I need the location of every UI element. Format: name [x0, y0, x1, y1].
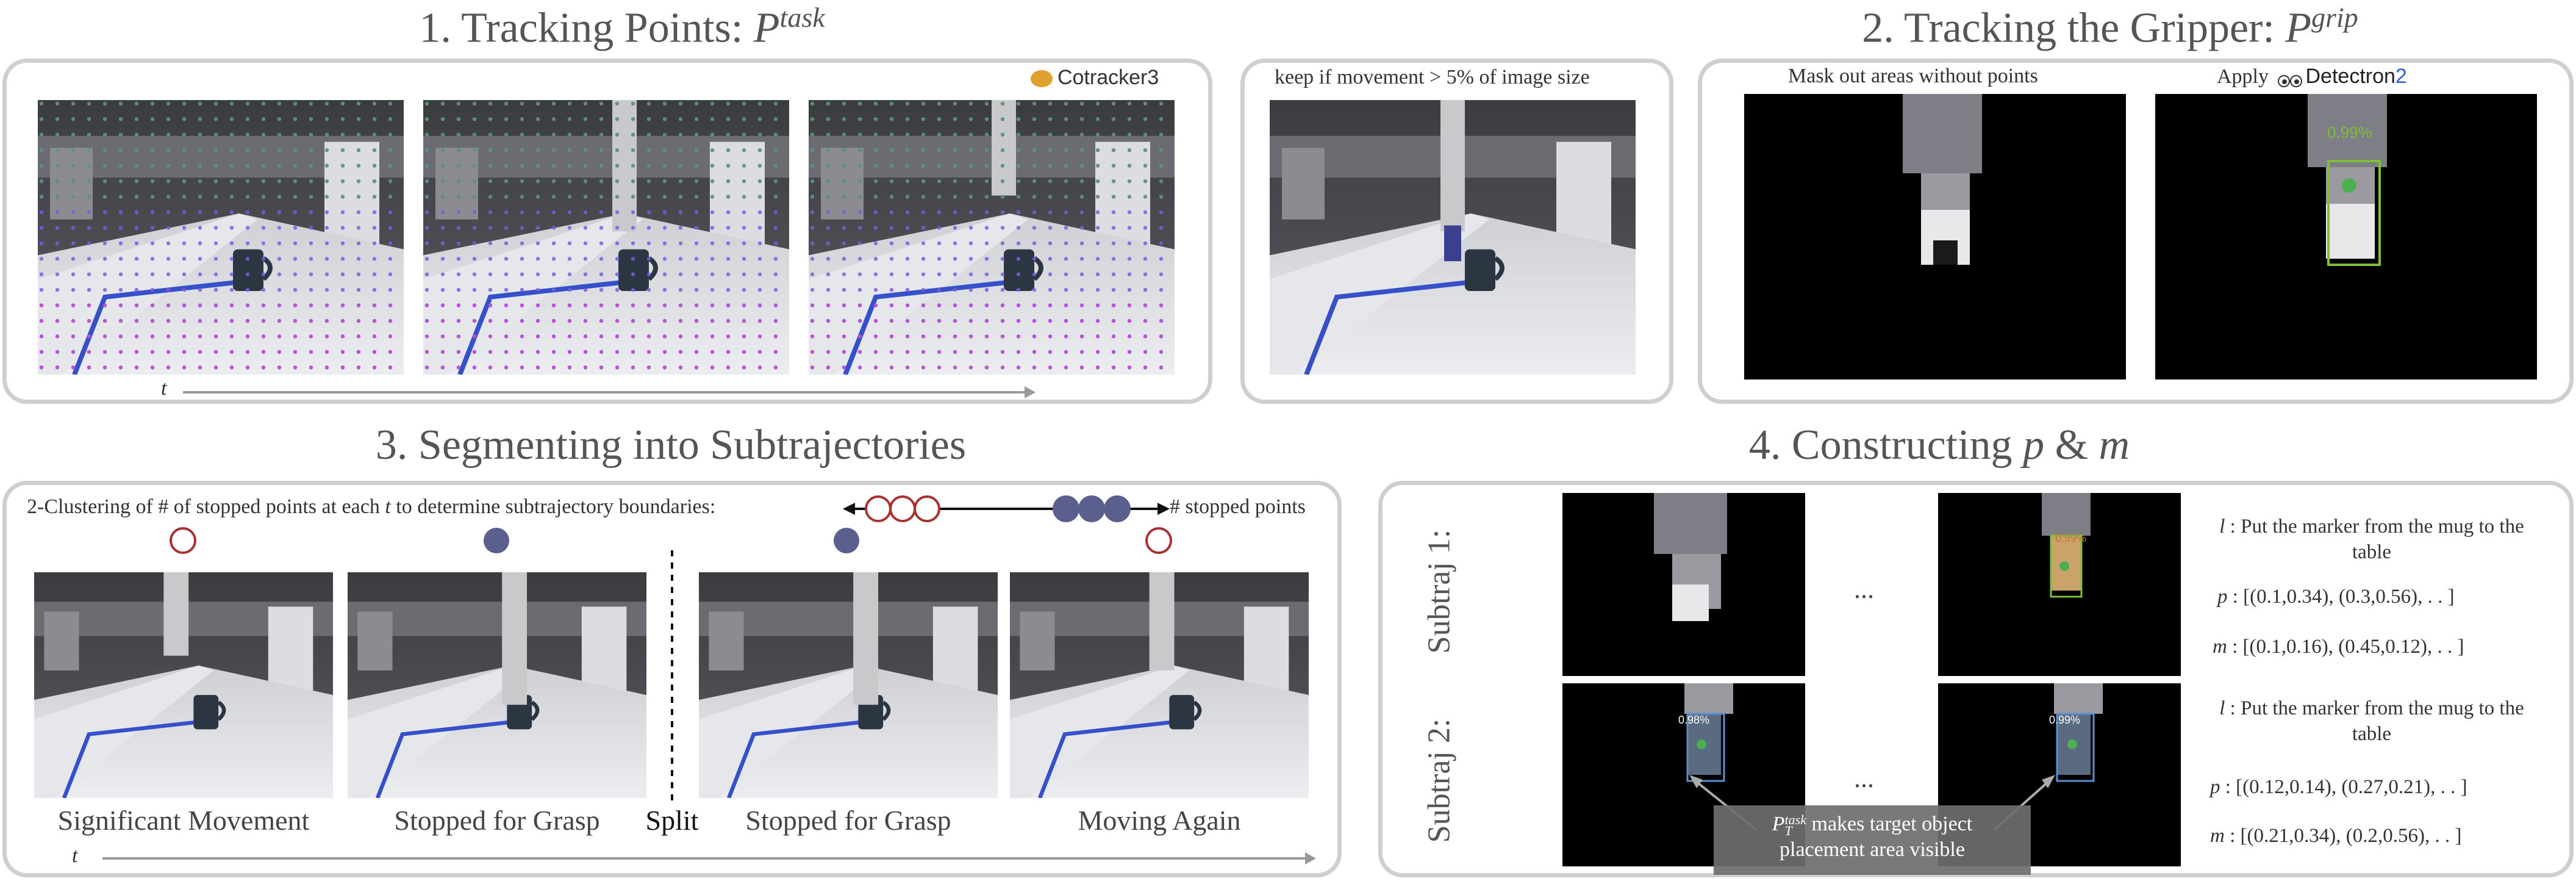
section3-title: 3. Segmenting into Subtrajectories [375, 422, 967, 469]
split-label: Split [645, 805, 699, 836]
subtraj-1-score: 0.99% [2055, 532, 2087, 544]
subtraj-1-frame-start [1562, 493, 1805, 676]
section3-time-label: t [72, 844, 78, 867]
subtraj-1-m-value: : [(0.1,0.16), (0.45,0.12), . . ] [2227, 636, 2464, 658]
section1-time-arrow [183, 386, 1036, 398]
section1-title-symbol: P [753, 4, 780, 52]
section2-title-symbol: P [2285, 4, 2312, 52]
section1-title-text: 1. Tracking Points: [419, 4, 754, 52]
apply-caption: Apply Detectron2 [2217, 65, 2407, 88]
detectron-suffix: 2 [2395, 65, 2407, 88]
filter-caption: keep if movement > 5% of image size [1275, 66, 1590, 88]
segment-frame-4 [1010, 572, 1309, 798]
tracking-frame-2 [423, 100, 789, 375]
subtraj-1-ellipsis: ... [1854, 574, 1874, 604]
subtraj-1-label: Subtraj 1: [1422, 529, 1457, 654]
segment-label-1: Significant Movement [57, 805, 310, 836]
subtraj-1-p-value: : [(0.1,0.34), (0.3,0.56), . . ] [2227, 586, 2455, 608]
subtraj-2-score-left: 0.98% [1678, 714, 1710, 726]
segment-label-2: Stopped for Grasp [394, 805, 600, 836]
subtraj-2-l-value: : Put the marker from the mug to the tab… [2225, 697, 2524, 745]
subtraj-1-l-key: l [2219, 516, 2225, 538]
eyes-icon [2277, 71, 2302, 88]
clustering-caption-a: 2-Clustering of # of stopped points at e… [27, 495, 385, 518]
section2-title-sup: grip [2311, 2, 2358, 33]
cluster-number-line [843, 495, 1170, 522]
section4-title-amp: & [2044, 422, 2099, 469]
segment-frame-2 [348, 572, 646, 798]
subtraj-1-points: p : [(0.1,0.34), (0.3,0.56), . . ] [2217, 586, 2455, 608]
split-dashed-line [671, 550, 673, 807]
section4-title-text: 4. Constructing [1748, 422, 2023, 469]
section3-time-arrow [102, 852, 1316, 865]
detected-frame [2155, 94, 2537, 379]
segment-frame-1 [34, 572, 333, 798]
section2-title: 2. Tracking the Gripper: Pgrip [1744, 1, 2476, 52]
tracking-frame-1 [38, 100, 404, 375]
subtraj-1-mask: m : [(0.1,0.16), (0.45,0.12), . . ] [2213, 636, 2464, 658]
subtraj-1-m-key: m [2213, 636, 2227, 658]
stopped-cluster-marker-1 [484, 528, 509, 553]
callout-text-a: makes target object [1806, 813, 1973, 835]
cotracker-name: Cotracker3 [1057, 66, 1159, 89]
section1-title: 1. Tracking Points: Ptask [329, 1, 915, 52]
section4-title-m: m [2098, 422, 2130, 469]
section2-title-text: 2. Tracking the Gripper: [1862, 4, 2286, 52]
subtraj-2-score-right: 0.99% [2049, 714, 2081, 726]
tracking-frame-3 [809, 100, 1175, 375]
palette-icon [1031, 70, 1053, 88]
segment-frame-3 [699, 572, 998, 798]
segment-label-3: Stopped for Grasp [745, 805, 951, 836]
stopped-cluster-marker-2 [834, 528, 859, 553]
subtraj-2-label: Subtraj 2: [1422, 718, 1457, 843]
stopped-points-label: # stopped points [1170, 495, 1306, 518]
subtraj-1-l-value: : Put the marker from the mug to the tab… [2225, 516, 2524, 563]
segment-label-4: Moving Again [1078, 805, 1241, 836]
subtraj-2-mask: m : [(0.21,0.34), (0.2,0.56), . . ] [2210, 825, 2461, 847]
section1-title-sup: task [779, 2, 825, 33]
clustering-caption: 2-Clustering of # of stopped points at e… [27, 495, 715, 519]
subtraj-2-m-key: m [2210, 825, 2225, 847]
masked-frame [1744, 94, 2126, 379]
subtraj-1-frame-end [1938, 493, 2181, 676]
clustering-caption-b: to determine subtrajectory boundaries: [390, 495, 716, 518]
subtraj-2-m-value: : [(0.21,0.34), (0.2,0.56), . . ] [2224, 825, 2462, 847]
clustering-caption-t: t [385, 495, 391, 518]
filter-frame [1270, 100, 1636, 375]
cotracker-label: Cotracker3 [1031, 66, 1159, 90]
detect-score-label: 0.99% [2327, 123, 2372, 142]
subtraj-2-l-key: l [2219, 697, 2225, 719]
detectron-name: Detectron2 [2306, 65, 2407, 88]
subtraj-2-language: l : Put the marker from the mug to the t… [2198, 696, 2546, 747]
callout-line-2: placement area visible [1780, 838, 1965, 861]
mask-caption: Mask out areas without points [1788, 65, 2038, 87]
apply-text: Apply [2217, 65, 2269, 88]
subtraj-1-p-key: p [2217, 586, 2228, 608]
subtraj-1-language: l : Put the marker from the mug to the t… [2198, 514, 2546, 565]
callout-symbol: P [1772, 813, 1785, 835]
callout-sup: task [1784, 812, 1806, 828]
subtraj-2-p-key: p [2210, 776, 2220, 798]
section4-title: 4. Constructing p & m [1634, 421, 2244, 470]
subtraj-2-ellipsis: ... [1854, 763, 1874, 793]
section1-time-label: t [161, 377, 167, 400]
moving-cluster-marker-2 [1145, 527, 1172, 554]
section4-title-p: p [2023, 422, 2045, 469]
moving-cluster-marker-1 [170, 527, 196, 554]
detectron-word: Detectron [2305, 65, 2395, 88]
subtraj-2-points: p : [(0.12,0.14), (0.27,0.21), . . ] [2210, 776, 2467, 799]
subtraj-2-p-value: : [(0.12,0.14), (0.27,0.21), . . ] [2220, 776, 2467, 798]
callout-sub: T [1784, 823, 1792, 839]
